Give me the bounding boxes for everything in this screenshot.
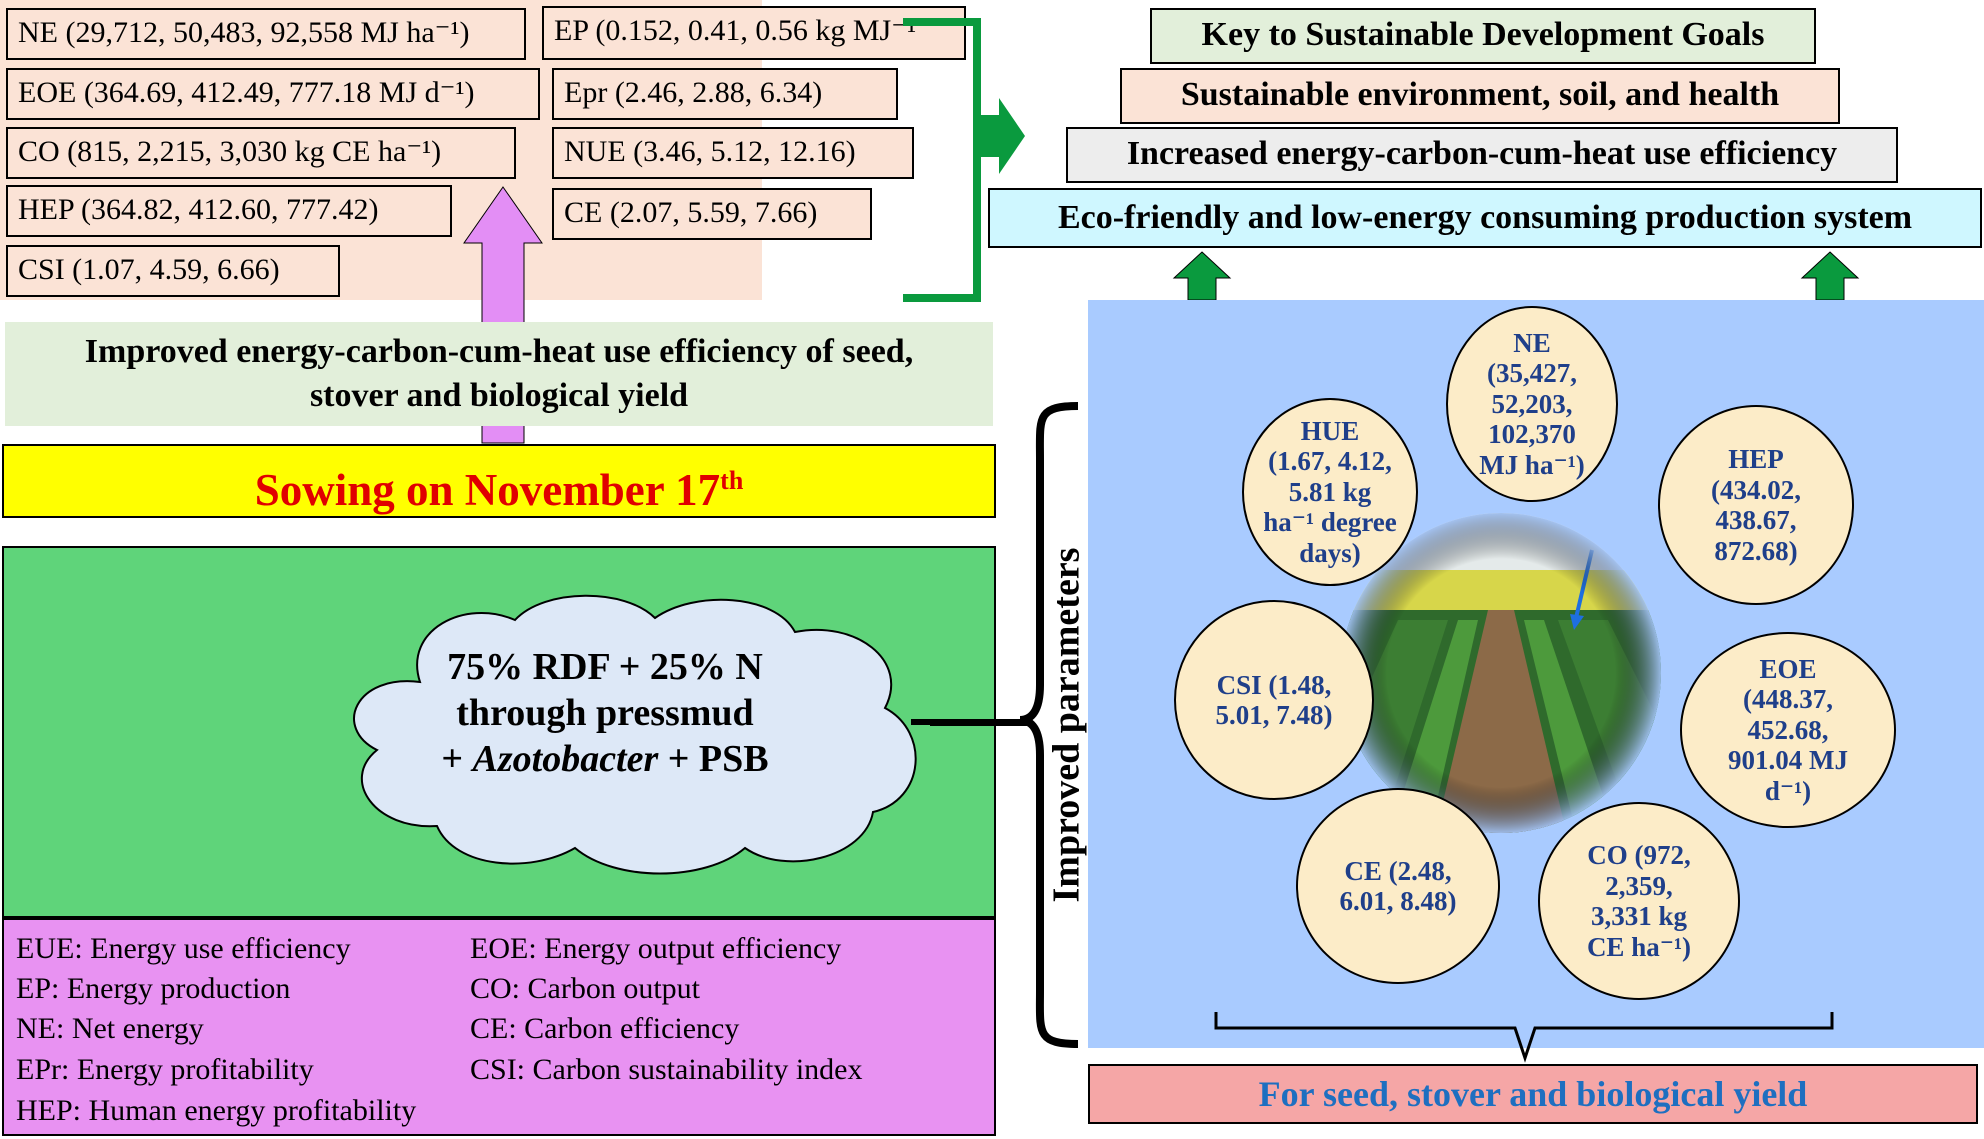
treatment-text: 75% RDF + 25% N through pressmud + Azoto… bbox=[395, 644, 815, 782]
hue-l1: (1.67, 4.12, bbox=[1268, 446, 1392, 477]
treatment-plus2: + PSB bbox=[658, 738, 769, 780]
green-up-arrow-left bbox=[1172, 251, 1232, 301]
eoe-l0: EOE bbox=[1759, 653, 1817, 684]
circle-csi: CSI (1.48,5.01, 7.48) bbox=[1174, 600, 1374, 800]
left-brace bbox=[1019, 402, 1079, 1048]
treatment-line1: 75% RDF + 25% N bbox=[447, 646, 763, 688]
hep-l1: (434.02, bbox=[1711, 474, 1801, 505]
circle-ce: CE (2.48,6.01, 8.48) bbox=[1296, 788, 1500, 984]
co-l3: CE ha⁻¹) bbox=[1586, 931, 1692, 962]
abbr-ep: EP: Energy production bbox=[16, 972, 291, 1005]
improved-parameters-label: Improved parameters bbox=[1044, 547, 1087, 903]
abbr-eue: EUE: Energy use efficiency bbox=[16, 932, 351, 965]
ne-l3: 102,370 bbox=[1488, 419, 1576, 450]
field-photo bbox=[1341, 513, 1661, 833]
treatment-cloud bbox=[353, 594, 933, 875]
metric-epr: Epr (2.46, 2.88, 6.34) bbox=[552, 68, 898, 120]
treatment-line2: through pressmud bbox=[456, 692, 754, 734]
sowing-text: Sowing on November 17 bbox=[254, 465, 721, 515]
sdg-level3: Increased energy-carbon-cum-heat use eff… bbox=[1066, 127, 1898, 183]
co-l1: 2,359, bbox=[1605, 870, 1673, 901]
hue-l4: days) bbox=[1299, 537, 1361, 568]
metric-ce: CE (2.07, 5.59, 7.66) bbox=[552, 188, 872, 240]
treatment-plus1: + bbox=[441, 738, 473, 780]
co-l0: CO (972, bbox=[1587, 840, 1691, 870]
metric-eoe: EOE (364.69, 412.49, 777.18 MJ d⁻¹) bbox=[6, 68, 540, 120]
ne-l2: 52,203, bbox=[1491, 388, 1573, 419]
metric-ne: NE (29,712, 50,483, 92,558 MJ ha⁻¹) bbox=[6, 8, 526, 60]
metric-csi: CSI (1.07, 4.59, 6.66) bbox=[6, 245, 340, 297]
abbreviations-panel bbox=[2, 918, 996, 1136]
abbr-hep: HEP: Human energy profitability bbox=[16, 1094, 417, 1127]
hue-l3: ha⁻¹ degree bbox=[1263, 507, 1397, 538]
yield-label: For seed, stover and biological yield bbox=[1088, 1064, 1978, 1124]
improved-efficiency-line1: Improved energy-carbon-cum-heat use effi… bbox=[84, 333, 914, 370]
improved-efficiency-line2: stover and biological yield bbox=[309, 377, 689, 414]
connector-line bbox=[930, 719, 1030, 726]
hep-l0: HEP bbox=[1728, 444, 1784, 474]
sdg-level2: Sustainable environment, soil, and healt… bbox=[1120, 68, 1840, 124]
abbr-co: CO: Carbon output bbox=[470, 972, 700, 1005]
eoe-l1: (448.37, bbox=[1742, 684, 1833, 715]
ce-l1: 6.01, 8.48) bbox=[1339, 886, 1457, 916]
hep-l3: 872.68) bbox=[1714, 535, 1798, 566]
abbr-ne: NE: Net energy bbox=[16, 1012, 204, 1045]
eoe-l4: d⁻¹) bbox=[1764, 775, 1812, 806]
ne-l0: NE bbox=[1513, 327, 1551, 358]
metric-co: CO (815, 2,215, 3,030 kg CE ha⁻¹) bbox=[6, 127, 516, 179]
abbr-epr: EPr: Energy profitability bbox=[16, 1053, 314, 1086]
circle-hep: HEP(434.02,438.67,872.68) bbox=[1658, 405, 1854, 605]
improved-efficiency-box: Improved energy-carbon-cum-heat use effi… bbox=[5, 322, 993, 426]
co-l2: 3,331 kg bbox=[1590, 901, 1688, 931]
hep-l2: 438.67, bbox=[1715, 505, 1797, 535]
abbr-csi: CSI: Carbon sustainability index bbox=[470, 1053, 863, 1086]
eoe-l3: 901.04 MJ bbox=[1728, 745, 1848, 776]
metric-nue: NUE (3.46, 5.12, 12.16) bbox=[552, 127, 914, 179]
green-up-arrow-right bbox=[1800, 251, 1860, 301]
sdg-level4: Eco-friendly and low-energy consuming pr… bbox=[988, 188, 1982, 248]
treatment-line3: + Azotobacter + PSB bbox=[395, 736, 815, 782]
eoe-l2: 452.68, bbox=[1747, 714, 1829, 745]
bottom-brace bbox=[1214, 1012, 1834, 1063]
abbr-eoe: EOE: Energy output efficiency bbox=[470, 932, 842, 965]
ne-l1: (35,427, bbox=[1487, 358, 1577, 389]
metric-hep: HEP (364.82, 412.60, 777.42) bbox=[6, 185, 452, 237]
csi-l1: 5.01, 7.48) bbox=[1215, 700, 1333, 730]
treatment-azotobacter: Azotobacter bbox=[472, 738, 659, 780]
abbr-ce: CE: Carbon efficiency bbox=[470, 1012, 740, 1045]
bracket-arrow-right bbox=[903, 18, 1025, 302]
sdg-level1: Key to Sustainable Development Goals bbox=[1150, 8, 1816, 64]
ne-l4: MJ ha⁻¹) bbox=[1479, 449, 1585, 480]
metric-ep: EP (0.152, 0.41, 0.56 kg MJ⁻¹ bbox=[542, 6, 966, 60]
sowing-bar: Sowing on November 17th bbox=[2, 444, 996, 518]
ce-l0: CE (2.48, bbox=[1344, 855, 1452, 886]
hue-l2: 5.81 kg bbox=[1288, 476, 1372, 507]
hue-l0: HUE bbox=[1300, 415, 1360, 446]
csi-l0: CSI (1.48, bbox=[1216, 669, 1332, 700]
sowing-sup: th bbox=[720, 466, 744, 495]
